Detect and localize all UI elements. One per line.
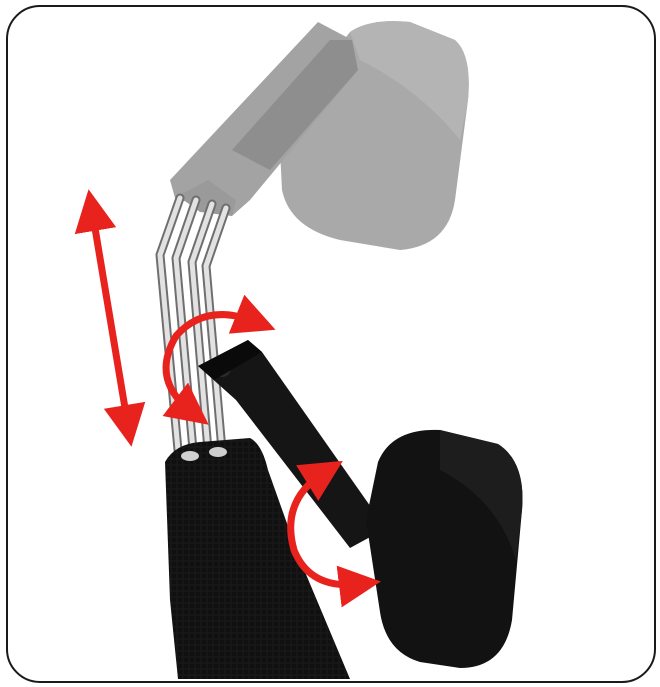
height-arrow	[92, 210, 128, 426]
headrest-pad	[366, 430, 523, 668]
